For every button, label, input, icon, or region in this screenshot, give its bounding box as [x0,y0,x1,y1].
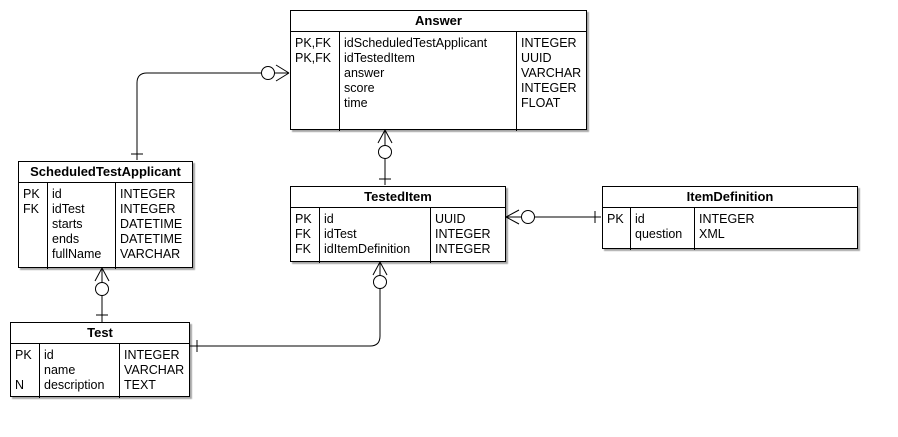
crowfoot-scheduled-bottom-2 [101,267,110,282]
optional-circle-answer-left [261,66,275,80]
optional-circle-tested-bottom [373,275,387,289]
name-column: id question [630,208,694,250]
key-cell [23,217,47,232]
key-cell [295,81,339,96]
field-name: question [635,227,683,241]
crowfoot-scheduled-bottom [94,267,103,282]
key-cell: FK [295,242,311,256]
field-name: idTestedItem [344,51,415,65]
key-cell: PK [295,212,312,226]
field-type: VARCHAR [124,363,185,377]
name-column: id name description [39,344,119,398]
field-name: idScheduledTestApplicant [344,36,488,50]
field-name: idTest [324,227,357,241]
name-column: id idTest starts ends fullName [47,183,115,269]
key-cell: FK [23,202,39,216]
field-name: score [344,81,375,95]
key-cell [23,232,47,247]
key-column: PK N [11,344,39,398]
entity-test[interactable]: Test PK N id name description INTEGER VA… [10,322,190,398]
type-column: INTEGER XML [694,208,857,250]
key-column: PK FK FK [291,208,319,263]
field-type: UUID [521,51,552,65]
field-type: VARCHAR [120,247,181,261]
key-cell: N [15,378,25,392]
key-cell: PK,FK [295,51,332,65]
field-name: id [635,212,645,226]
field-type: XML [699,227,725,241]
optional-circle-answer-bottom [378,145,392,159]
field-type: UUID [435,212,466,226]
field-type: INTEGER [521,36,577,50]
entity-title: Answer [291,11,586,32]
entity-tested-item[interactable]: TestedItem PK FK FK id idTest idItemDefi… [290,186,506,263]
field-name: id [324,212,334,226]
key-cell: PK,FK [295,36,332,50]
crowfoot-tested-bottom-2 [379,261,388,276]
field-type: INTEGER [699,212,755,226]
field-type: INTEGER [521,81,577,95]
crowfoot-answer-bottom-2 [384,129,393,144]
entity-title: Test [11,323,189,344]
relation-tested-test [190,262,381,347]
field-name: id [52,187,62,201]
field-type: INTEGER [124,348,180,362]
field-name: id [44,348,54,362]
field-name: time [344,96,368,110]
field-name: name [44,363,76,377]
crowfoot-tested-right-2 [505,216,520,225]
field-name: idTest [52,202,85,216]
field-type: INTEGER [435,227,491,241]
type-column: INTEGER INTEGER DATETIME DATETIME VARCHA… [115,183,192,269]
key-cell [295,96,339,111]
key-cell [295,66,339,81]
field-name: description [44,378,105,392]
optional-circle-scheduled-bottom [95,282,109,296]
key-cell: PK [15,348,32,362]
name-column: idScheduledTestApplicant idTestedItem an… [339,32,516,131]
field-type: DATETIME [120,217,183,231]
field-name: answer [344,66,385,80]
field-type: TEXT [124,378,156,392]
field-type: INTEGER [120,202,176,216]
entity-item-definition[interactable]: ItemDefinition PK id question INTEGER XM… [602,186,858,250]
type-column: INTEGER VARCHAR TEXT [119,344,189,398]
field-type: FLOAT [521,96,561,110]
crowfoot-answer-bottom [377,129,386,144]
type-column: UUID INTEGER INTEGER [430,208,505,263]
name-column: id idTest idItemDefinition [319,208,430,263]
optional-circle-tested-right [521,210,535,224]
relation-answer-scheduled [136,72,289,160]
field-name: idItemDefinition [324,242,411,256]
field-name: fullName [52,247,102,261]
field-type: INTEGER [120,187,176,201]
field-name: starts [52,217,83,231]
crowfoot-answer-left-2 [275,72,290,82]
entity-title: ScheduledTestApplicant [19,162,192,183]
field-type: DATETIME [120,232,183,246]
field-type: VARCHAR [521,66,582,80]
entity-scheduled-test-applicant[interactable]: ScheduledTestApplicant PK FK id idTest s… [18,161,193,269]
crowfoot-tested-bottom [372,261,381,276]
entity-title: ItemDefinition [603,187,857,208]
key-column: PK [603,208,630,250]
key-cell [23,247,47,262]
type-column: INTEGER UUID VARCHAR INTEGER FLOAT [516,32,586,131]
crowfoot-answer-left [275,64,290,74]
key-cell: PK [23,187,40,201]
field-name: ends [52,232,80,246]
key-column: PK,FK PK,FK [291,32,339,131]
key-cell: PK [607,212,624,226]
key-cell: FK [295,227,311,241]
key-column: PK FK [19,183,47,269]
key-cell [15,363,39,378]
entity-title: TestedItem [291,187,505,208]
key-cell [607,227,630,242]
entity-answer[interactable]: Answer PK,FK PK,FK idScheduledTestApplic… [290,10,587,131]
field-type: INTEGER [435,242,491,256]
crowfoot-tested-right [505,209,520,218]
